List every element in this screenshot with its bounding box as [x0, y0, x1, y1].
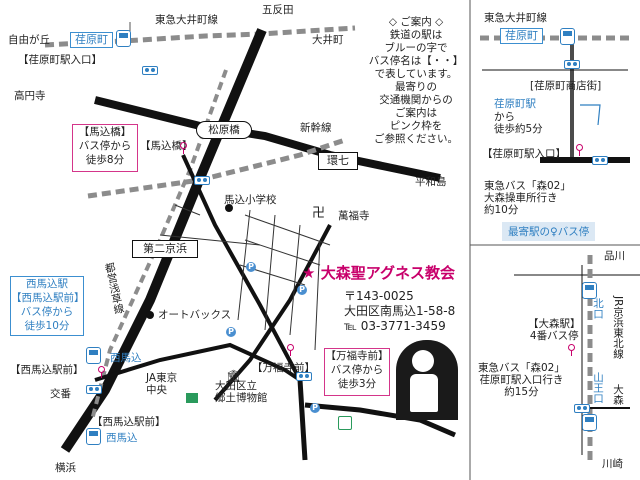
bus-pin-icon — [576, 144, 583, 156]
road-lower — [94, 342, 302, 382]
bus-stop-icon — [86, 385, 102, 394]
bus-pin-icon — [180, 142, 187, 154]
star-icon: ★ — [302, 264, 316, 282]
ebaramachi-station-label: 荏原町 — [70, 32, 113, 48]
fuel-icon: P — [310, 403, 320, 413]
convenience-store-icon — [338, 416, 352, 430]
train-icon — [560, 28, 575, 45]
inset-top-station-label: 荏原町 — [500, 28, 543, 44]
autobacs-label: オートバックス — [158, 309, 232, 321]
manpukuji-stop-label: 【万福寺前】 — [252, 362, 315, 374]
parking-icon: P — [297, 285, 307, 295]
inset-bottom-omori-stop: 【大森駅】 4番バス停 — [528, 318, 581, 342]
road-bottom — [297, 379, 308, 461]
nishimagome-front-label: 【西馬込駅前】 — [10, 364, 84, 376]
bus-stop-icon — [142, 66, 158, 75]
bus-stop-icon — [564, 60, 580, 69]
heiwajima-label: 平和島 — [415, 176, 447, 188]
shinkansen — [87, 137, 346, 199]
inset-top-walk-label: から 徒歩約5分 — [494, 111, 543, 135]
church-tel: ℡ 03-3771-3459 — [344, 319, 446, 333]
inset-bottom-north-exit: 北口 — [592, 298, 604, 319]
bank-icon — [186, 393, 198, 403]
inset-top — [480, 35, 630, 163]
inset-bottom-shinagawa: 品川 — [604, 250, 625, 262]
inset-top-line-label: 東急大井町線 — [484, 12, 547, 24]
koban-label: 交番 — [50, 388, 71, 400]
takabanji-label: 高円寺 — [14, 90, 46, 102]
shinkansen-label: 新幹線 — [300, 122, 332, 134]
ebaramachi-entrance-label: 【荏原町駅入口】 — [18, 54, 102, 66]
dai2keihin-label: 第二京浜 — [132, 240, 198, 258]
tokyu-line-label: 東急大井町線 — [155, 14, 218, 26]
manpukuji-box: 【万福寺前】 バス停から 徒歩3分 — [324, 348, 390, 396]
kan7-road — [94, 96, 441, 182]
magomebashi-box: 【馬込橋】 バス停から 徒歩8分 — [72, 124, 138, 172]
church-postal: 〒143-0025 — [344, 289, 414, 303]
bus-pin-icon — [98, 366, 105, 378]
yokohama-label: 横浜 — [55, 462, 76, 474]
bus-stop-icon — [592, 156, 608, 165]
train-icon — [582, 282, 597, 299]
parking-icon: P — [246, 262, 256, 272]
nishimagome-front-label-2: 【西馬込駅前】 — [92, 416, 166, 428]
magome-elem-label: 馬込小学校 — [224, 194, 277, 206]
silhouette-body — [410, 374, 438, 412]
kan7-label: 環七 — [318, 152, 358, 170]
inset-bottom-line-label: JR京浜東北線 — [612, 296, 624, 359]
bus-stop-icon — [574, 404, 590, 413]
temple-icon: 卍 — [312, 206, 326, 221]
train-icon — [86, 428, 101, 445]
magome-station-label: 西馬込 — [106, 432, 138, 444]
parking-icon: P — [226, 327, 236, 337]
inset-top-street-label: [荏原町商店街] — [530, 80, 602, 92]
inset-top-entrance-label: 【荏原町駅入口】 — [482, 148, 566, 160]
bus-pin-icon — [287, 344, 294, 356]
museum-label: 大田区立 郷土博物館 — [215, 380, 268, 404]
church-name: ★ 大森聖アグネス教会 — [302, 264, 455, 282]
magomebashi-stop-label: 【馬込橋】 — [140, 140, 193, 152]
silhouette-head — [412, 350, 434, 372]
matsubarabashi-label: 松原橋 — [196, 121, 252, 139]
nishimagome-box: 西馬込駅 【西馬込駅前】 バス停から 徒歩10分 — [10, 276, 85, 336]
road-church — [213, 224, 332, 402]
ja-tokyo-label: JA東京 中央 — [146, 372, 178, 396]
school-dot-icon — [225, 204, 233, 212]
jiyugaoka-label: 自由が丘 — [8, 34, 50, 46]
gotanda-label: 五反田 — [262, 4, 294, 16]
bus-stop-icon — [194, 176, 210, 185]
nishimagome-box-text: 西馬込駅 【西馬込駅前】 バス停から 徒歩10分 — [11, 278, 85, 332]
train-icon — [582, 414, 597, 431]
church-silhouette-image — [396, 340, 458, 420]
guide-text: ◇ ご案内 ◇ 鉄道の駅は ブルーの字で バス停名は【・・】 で表しています。 … — [368, 16, 464, 145]
inset-top-station-blue: 荏原町駅 — [494, 98, 536, 110]
nearest-stop-chip: 最寄駅の♀バス停 — [502, 222, 596, 241]
inset-bottom-bus-label: 東急バス「森02」 荏原町駅入口行き 約15分 — [478, 362, 565, 398]
inset-bottom-omori: 大森 — [612, 384, 624, 405]
train-icon — [86, 347, 101, 364]
church-name-text: 大森聖アグネス教会 — [320, 264, 455, 282]
inset-bottom-kawasaki: 川崎 — [602, 458, 623, 470]
bus-stop-icon — [296, 372, 312, 381]
road-diagonal — [181, 154, 302, 381]
kofukuji-label: 萬福寺 — [338, 210, 370, 222]
oimachi-label: 大井町 — [312, 34, 344, 46]
church-address: 大田区南馬込1-58-8 — [344, 304, 456, 318]
train-icon — [116, 30, 131, 47]
nishimagome-station-label: 西馬込 — [110, 352, 142, 364]
inset-top-bus-label: 東急バス「森02」 大森操車所行き 約10分 — [484, 180, 571, 216]
autobacs-dot-icon — [146, 311, 154, 319]
museum-icon: 🏛 — [226, 369, 242, 383]
inset-bottom-sanno: 山王口 — [592, 372, 604, 404]
bus-pin-icon — [568, 344, 575, 356]
road-bottom2 — [304, 402, 456, 438]
